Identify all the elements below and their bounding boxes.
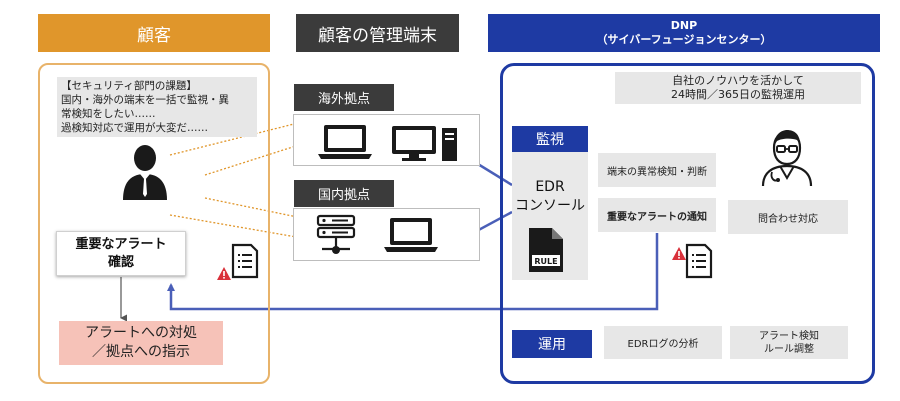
issue-title: 【セキュリティ部門の課題】 [61,80,197,92]
document-icon [231,243,259,279]
security-issue-box: 【セキュリティ部門の課題】 国内・海外の端末を一括で監視・異 常検知をしたい……… [57,77,257,137]
operation-label-text: 運用 [538,337,566,353]
edr-line2: コンソール [515,198,585,214]
issue-line2: 常検知をしたい…… [61,108,156,120]
alert-notify-box: 重要なアラートの通知 [598,198,716,232]
domestic-site-label: 国内拠点 [294,180,394,207]
edr-line1: EDR [535,179,565,195]
anomaly-detect-box: 端末の異常検知・判断 [598,153,716,187]
header-dnp-line2: （サイバーフュージョンセンター） [596,33,772,46]
log-analysis-text: EDRログの分析 [627,339,699,350]
overseas-site-label-text: 海外拠点 [317,92,370,107]
alert-notify-text: 重要なアラートの通知 [607,211,707,223]
rule-label: RULE [534,257,557,266]
header-customer-label: 顧客 [137,25,171,46]
rule-adjust-box: アラート検知 ルール調整 [730,326,848,359]
knowhow-box: 自社のノウハウを活かして 24時間／365日の監視運用 [615,72,861,104]
orange-dotted-arrow-2 [204,142,303,176]
server-icon [316,214,356,254]
operation-label: 運用 [512,330,592,358]
analyst-icon [761,130,813,187]
rule-document-icon: RULE [529,228,563,272]
blue-notify-line [167,233,659,311]
domestic-site-label-text: 国内拠点 [317,188,370,203]
issue-line1: 国内・海外の端末を一括で監視・異 [61,94,229,106]
knowhow-line2: 24時間／365日の監視運用 [671,88,805,101]
monitoring-label-text: 監視 [536,132,564,148]
rule-adjust-line1: アラート検知 [759,330,819,342]
warning-icon [217,267,231,280]
orange-dotted-arrow-1 [169,120,303,156]
overseas-site-label: 海外拠点 [294,84,394,111]
desktop-pc-icon [392,126,457,161]
laptop-icon [318,125,372,159]
alert-action-line1: アラートへの対処 [85,325,197,341]
inquiry-text: 問合わせ対応 [758,213,818,225]
alert-action-line2: ／拠点への指示 [92,344,190,360]
alert-confirm-line2: 確認 [107,254,134,270]
monitoring-label: 監視 [512,126,588,152]
important-alert-confirm-box: 重要なアラート 確認 [56,231,186,276]
header-dnp: DNP （サイバーフュージョンセンター） [488,14,880,52]
anomaly-detect-text: 端末の異常検知・判断 [607,166,707,178]
warning-icon [672,247,686,260]
alert-confirm-line1: 重要なアラート [75,236,167,252]
edr-console-text: EDR コンソール [512,178,588,216]
dnp-panel [500,63,875,384]
document-icon [685,243,713,279]
inquiry-box: 問合わせ対応 [728,200,848,234]
customer-panel [38,63,270,384]
issue-line3: 過検知対応で運用が大変だ…… [61,122,208,134]
header-terminals-label: 顧客の管理端末 [318,25,437,46]
header-customer: 顧客 [38,14,270,52]
person-icon [123,145,167,200]
rule-adjust-line2: ルール調整 [764,343,814,355]
knowhow-line1: 自社のノウハウを活かして [672,74,804,87]
orange-dotted-arrow-3 [204,197,303,221]
header-dnp-line1: DNP [670,19,698,32]
header-terminals: 顧客の管理端末 [296,14,459,52]
laptop-icon [384,218,438,252]
alert-action-box: アラートへの対処 ／拠点への指示 [59,321,223,365]
log-analysis-box: EDRログの分析 [604,326,722,359]
